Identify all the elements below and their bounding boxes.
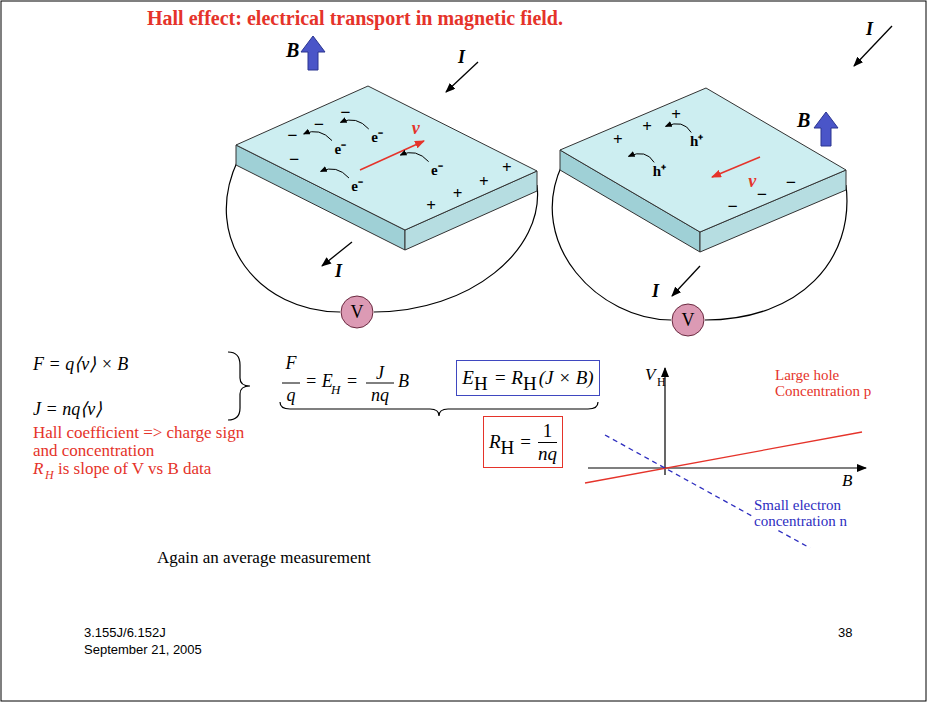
label-text: − <box>757 185 767 204</box>
label-text: and concentration <box>33 442 154 460</box>
label-text: B <box>398 372 409 391</box>
node-text: R <box>489 432 501 452</box>
label-text: is slope of V vs B data <box>58 460 211 478</box>
underbrace <box>280 402 598 416</box>
node-text: H <box>501 438 515 458</box>
label-text: v <box>748 172 756 191</box>
voltmeter-circle: V <box>671 303 705 337</box>
node-text: = <box>520 432 531 452</box>
equation-row: EH= RH(J × B) <box>462 368 593 388</box>
label-text: Small electron concentration n <box>752 498 876 530</box>
fraction: 1 nq <box>538 421 557 464</box>
node-text: nq <box>538 444 557 464</box>
label-text: I <box>458 48 465 67</box>
label-text: September 21, 2005 <box>84 643 202 657</box>
label-text: − <box>340 103 350 122</box>
label-text: V <box>645 366 655 384</box>
label-text: = <box>347 372 357 391</box>
label-text: J <box>376 364 384 383</box>
brace <box>228 352 250 420</box>
label-text: I <box>652 282 659 301</box>
label-text: − <box>314 115 324 134</box>
label-text: Large hole Concentration p <box>775 368 875 400</box>
label-text: h⁺ <box>653 164 666 180</box>
velocity-arrow <box>360 141 424 170</box>
node-text: (J × B) <box>539 368 594 388</box>
node-text: V <box>682 311 695 330</box>
label-text: − <box>289 150 299 169</box>
equation-row: V <box>682 311 695 330</box>
fraction-bar <box>366 383 394 384</box>
voltmeter-circle: V <box>340 295 374 329</box>
label-text: + <box>502 159 512 177</box>
equation-box: EH= RH(J × B) <box>456 360 599 396</box>
equation-box: RH= 1 nq <box>483 416 563 468</box>
equation-row: RH= 1 nq <box>489 421 557 464</box>
deflection-arrow <box>321 169 349 178</box>
label-text: − <box>786 173 796 192</box>
fraction-bar <box>538 442 557 443</box>
label-text: I <box>335 262 342 281</box>
node-text: 1 <box>543 421 553 441</box>
label-text: − <box>727 197 737 216</box>
field-arrow <box>814 112 838 146</box>
sample-slab <box>236 86 537 250</box>
deflection-arrow <box>629 154 655 163</box>
label-text: Again an average measurement <box>157 549 371 567</box>
label-text: q <box>287 386 296 405</box>
node-text: E <box>462 368 474 388</box>
label-text: h⁺ <box>690 134 703 150</box>
node-text: H <box>523 374 537 394</box>
node-text: V <box>351 303 364 322</box>
label-text: e⁻ <box>334 142 346 158</box>
label-text: F <box>286 354 297 373</box>
label-text: + <box>671 106 681 124</box>
label-text: I <box>866 20 873 39</box>
deflection-arrows <box>304 120 691 178</box>
label-text: + <box>642 118 652 136</box>
label-text: B <box>286 40 299 61</box>
label-text: F = q⟨v⟩ × B <box>33 355 128 374</box>
node-text: H <box>474 374 488 394</box>
label-text: + <box>426 197 436 215</box>
label-text: + <box>613 131 623 149</box>
sample-slab <box>560 88 846 252</box>
label-text: J = nq⟨v⟩ <box>33 400 102 419</box>
label-text: v <box>412 119 420 138</box>
label-text: e⁻ <box>371 130 383 146</box>
label-text: 3.155J/6.152J <box>84 626 166 640</box>
label-text: e⁻ <box>431 163 443 179</box>
label-text: + <box>453 185 463 203</box>
deflection-arrow <box>400 153 428 162</box>
label-text: Hall coefficient => charge sign <box>33 424 244 442</box>
label-text: B <box>842 472 852 490</box>
deflection-arrow <box>666 124 692 133</box>
label-text: e⁻ <box>351 179 363 195</box>
field-arrow <box>301 36 325 70</box>
slide-title: Hall effect: electrical transport in mag… <box>147 8 563 29</box>
label-text: H <box>331 383 340 397</box>
label-text: H <box>657 376 666 389</box>
label-text: + <box>479 173 489 191</box>
label-text: nq <box>371 386 389 405</box>
label-text: R <box>33 460 43 478</box>
label-text: B <box>797 110 810 131</box>
equation-row: V <box>351 303 364 322</box>
node-text: = R <box>494 368 523 388</box>
label-text: 38 <box>838 626 852 640</box>
fraction-bar <box>282 383 300 384</box>
label-text: − <box>287 126 297 145</box>
label-text: H <box>45 469 54 482</box>
label-text: = E <box>305 372 333 391</box>
current-arrows <box>322 26 892 296</box>
